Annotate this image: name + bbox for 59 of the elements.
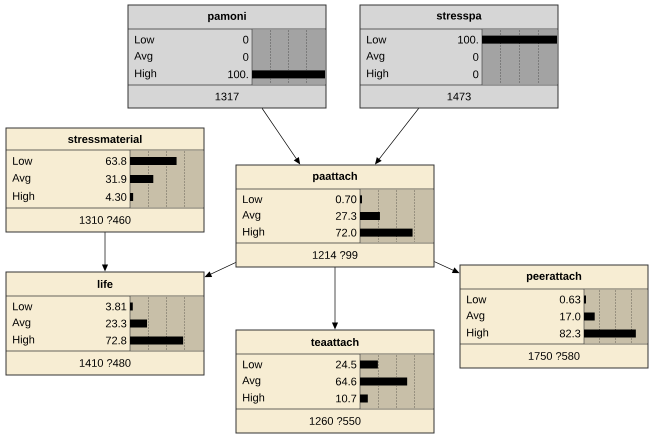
probability-value: 24.5 bbox=[336, 360, 356, 368]
probability-value: 17.0 bbox=[560, 312, 580, 320]
probability-value: 0 bbox=[243, 36, 248, 44]
probability-value: 72.8 bbox=[106, 336, 126, 344]
state-label: Avg bbox=[242, 376, 260, 386]
probability-value: 0 bbox=[473, 53, 478, 61]
arrow bbox=[262, 108, 300, 164]
state-label: Low bbox=[243, 360, 262, 368]
state-label: High bbox=[135, 69, 156, 80]
state-label: Avg bbox=[12, 174, 30, 184]
node-footer: 1310 ?460 bbox=[80, 216, 131, 224]
arrow bbox=[434, 261, 460, 274]
state-label: Avg bbox=[134, 52, 152, 62]
node-footer: 1214 ?99 bbox=[312, 251, 358, 259]
state-label: Low bbox=[135, 36, 154, 44]
node-title: peerattach bbox=[526, 272, 582, 282]
probability-value: 63.8 bbox=[106, 157, 126, 165]
probability-value: 0 bbox=[243, 53, 248, 61]
state-label: High bbox=[13, 192, 34, 202]
node-title: life bbox=[98, 280, 113, 288]
node-footer: 1750 ?580 bbox=[528, 352, 580, 360]
state-label: Low bbox=[13, 157, 32, 165]
probability-value: 10.7 bbox=[336, 394, 356, 402]
state-label: High bbox=[243, 228, 264, 238]
probability-value: 31.9 bbox=[106, 175, 126, 183]
probability-value: 82.3 bbox=[560, 330, 580, 338]
state-label: High bbox=[243, 393, 264, 404]
state-label: Low bbox=[467, 296, 486, 304]
state-label: Low bbox=[367, 36, 386, 44]
node-footer: 1410 ?480 bbox=[80, 359, 131, 367]
probability-value: 72.0 bbox=[336, 228, 356, 237]
node-footer: 1260 ?550 bbox=[310, 417, 361, 425]
arrow bbox=[204, 262, 236, 278]
state-label: High bbox=[367, 69, 388, 80]
node-title: stressmaterial bbox=[68, 134, 142, 144]
state-label: Avg bbox=[466, 312, 484, 322]
probability-value: 100. bbox=[228, 70, 248, 78]
probability-value: 4.30 bbox=[106, 193, 126, 201]
node-title: stresspa bbox=[436, 12, 482, 22]
probability-value: 0.63 bbox=[560, 296, 580, 304]
probability-value: 100. bbox=[458, 36, 478, 44]
state-label: Avg bbox=[12, 318, 30, 328]
node-footer: 1317 bbox=[216, 92, 239, 100]
state-label: High bbox=[13, 335, 34, 346]
state-label: Avg bbox=[366, 52, 384, 62]
state-label: Avg bbox=[242, 211, 260, 221]
probability-value: 3.81 bbox=[106, 302, 126, 310]
probability-value: 27.3 bbox=[336, 212, 356, 220]
probability-value: 0.70 bbox=[336, 195, 356, 204]
node-title: pamoni bbox=[208, 12, 246, 22]
node-title: paattach bbox=[313, 172, 357, 182]
probability-value: 64.6 bbox=[336, 378, 356, 386]
state-label: High bbox=[467, 328, 488, 339]
node-title: teaattach bbox=[311, 338, 358, 346]
state-label: Low bbox=[243, 196, 262, 204]
probability-value: 23.3 bbox=[106, 320, 126, 328]
state-label: Low bbox=[13, 302, 32, 310]
node-footer: 1473 bbox=[448, 92, 471, 100]
probability-value: 0 bbox=[473, 70, 478, 78]
